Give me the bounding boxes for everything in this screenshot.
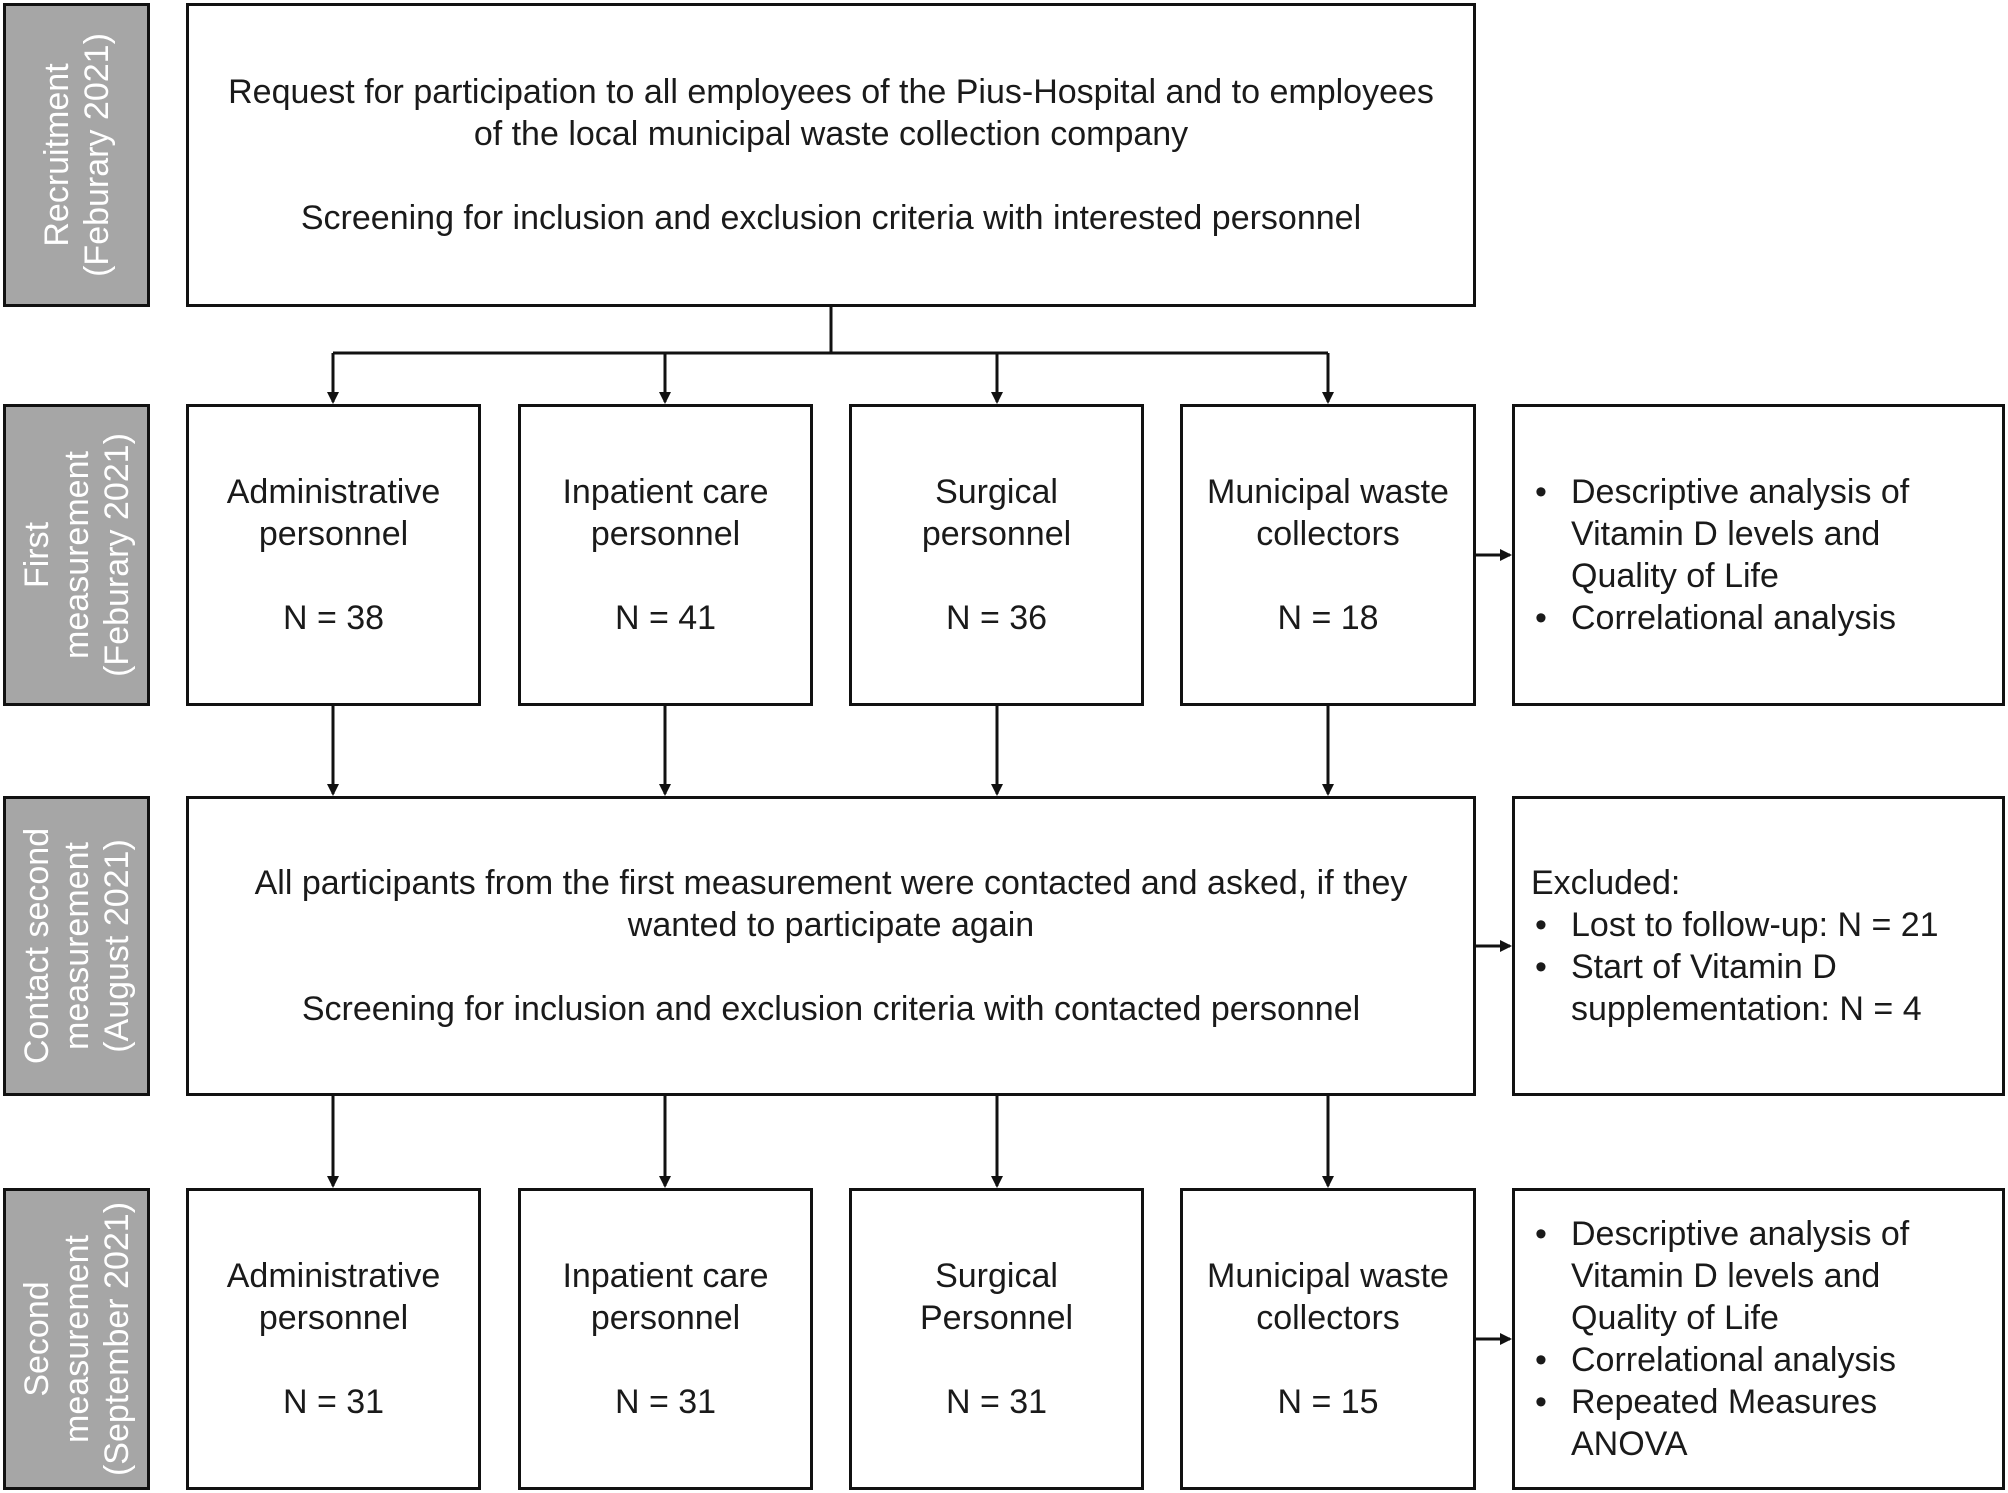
group-label: Municipal waste [1207,1257,1449,1295]
first-analysis-box: Descriptive analysis of Vitamin D levels… [1512,404,2005,706]
group-label: collectors [1256,515,1400,553]
group-label: personnel [590,1299,741,1337]
group-label: personnel [590,515,741,553]
excluded-box: Excluded: Lost to follow-up: N = 21 Star… [1512,796,2005,1096]
group-label: collectors [1256,1299,1400,1337]
contact-text-line: All participants from the first measurem… [254,864,1408,902]
first-group-waste-collectors: Municipal waste collectors N = 18 [1180,404,1476,706]
stage-label-recruitment: Recruitment (Feburary 2021) [3,3,150,307]
first-analysis-list: Descriptive analysis of Vitamin D levels… [1531,471,1986,639]
excluded-item: Lost to follow-up: N = 21 [1531,904,1986,946]
second-group-surgical: Surgical Personnel N = 31 [849,1188,1144,1490]
group-count: N = 36 [945,599,1048,637]
group-label: personnel [258,515,409,553]
group-label: Administrative [226,473,441,511]
group-label: Surgical [935,1257,1058,1295]
group-label: personnel [258,1299,409,1337]
recruitment-text-line: of the local municipal waste collection … [473,115,1189,153]
analysis-item: Repeated Measures ANOVA [1531,1381,1986,1465]
group-count: N = 31 [945,1383,1048,1421]
analysis-item: Descriptive analysis of Vitamin D levels… [1531,471,1986,597]
group-count: N = 31 [282,1383,385,1421]
group-label: Administrative [226,1257,441,1295]
analysis-item: Correlational analysis [1531,597,1986,639]
group-count: N = 41 [614,599,717,637]
stage-label-contact-second-measurement: Contact second measurement (August 2021) [3,796,150,1096]
second-analysis-box: Descriptive analysis of Vitamin D levels… [1512,1188,2005,1490]
analysis-item: Correlational analysis [1531,1339,1986,1381]
excluded-item: Start of Vitamin D supplementation: N = … [1531,946,1986,1030]
recruitment-text-line: Screening for inclusion and exclusion cr… [300,199,1362,237]
analysis-item: Descriptive analysis of Vitamin D levels… [1531,1213,1986,1339]
group-count: N = 31 [614,1383,717,1421]
recruitment-box: Request for participation to all employe… [186,3,1476,307]
group-label: Surgical [935,473,1058,511]
second-analysis-list: Descriptive analysis of Vitamin D levels… [1531,1213,1986,1465]
contact-text-line: wanted to participate again [627,906,1035,944]
group-count: N = 15 [1277,1383,1379,1421]
group-label: Personnel [919,1299,1074,1337]
group-label: Municipal waste [1207,473,1449,511]
group-label: personnel [921,515,1072,553]
first-group-surgical: Surgical personnel N = 36 [849,404,1144,706]
group-label: Inpatient care [562,473,769,511]
second-group-administrative: Administrative personnel N = 31 [186,1188,481,1490]
group-count: N = 18 [1277,599,1379,637]
stage-label-first-measurement: First measurement (Feburary 2021) [3,404,150,706]
excluded-heading: Excluded: [1531,864,1681,902]
first-group-inpatient-care: Inpatient care personnel N = 41 [518,404,813,706]
contact-box: All participants from the first measurem… [186,796,1476,1096]
stage-label-second-measurement: Second measurement (September 2021) [3,1188,150,1490]
recruitment-text-line: Request for participation to all employe… [228,73,1434,111]
excluded-list: Lost to follow-up: N = 21 Start of Vitam… [1531,904,1986,1030]
first-group-administrative: Administrative personnel N = 38 [186,404,481,706]
group-label: Inpatient care [562,1257,769,1295]
contact-text-line: Screening for inclusion and exclusion cr… [301,990,1361,1028]
second-group-waste-collectors: Municipal waste collectors N = 15 [1180,1188,1476,1490]
second-group-inpatient-care: Inpatient care personnel N = 31 [518,1188,813,1490]
group-count: N = 38 [282,599,385,637]
